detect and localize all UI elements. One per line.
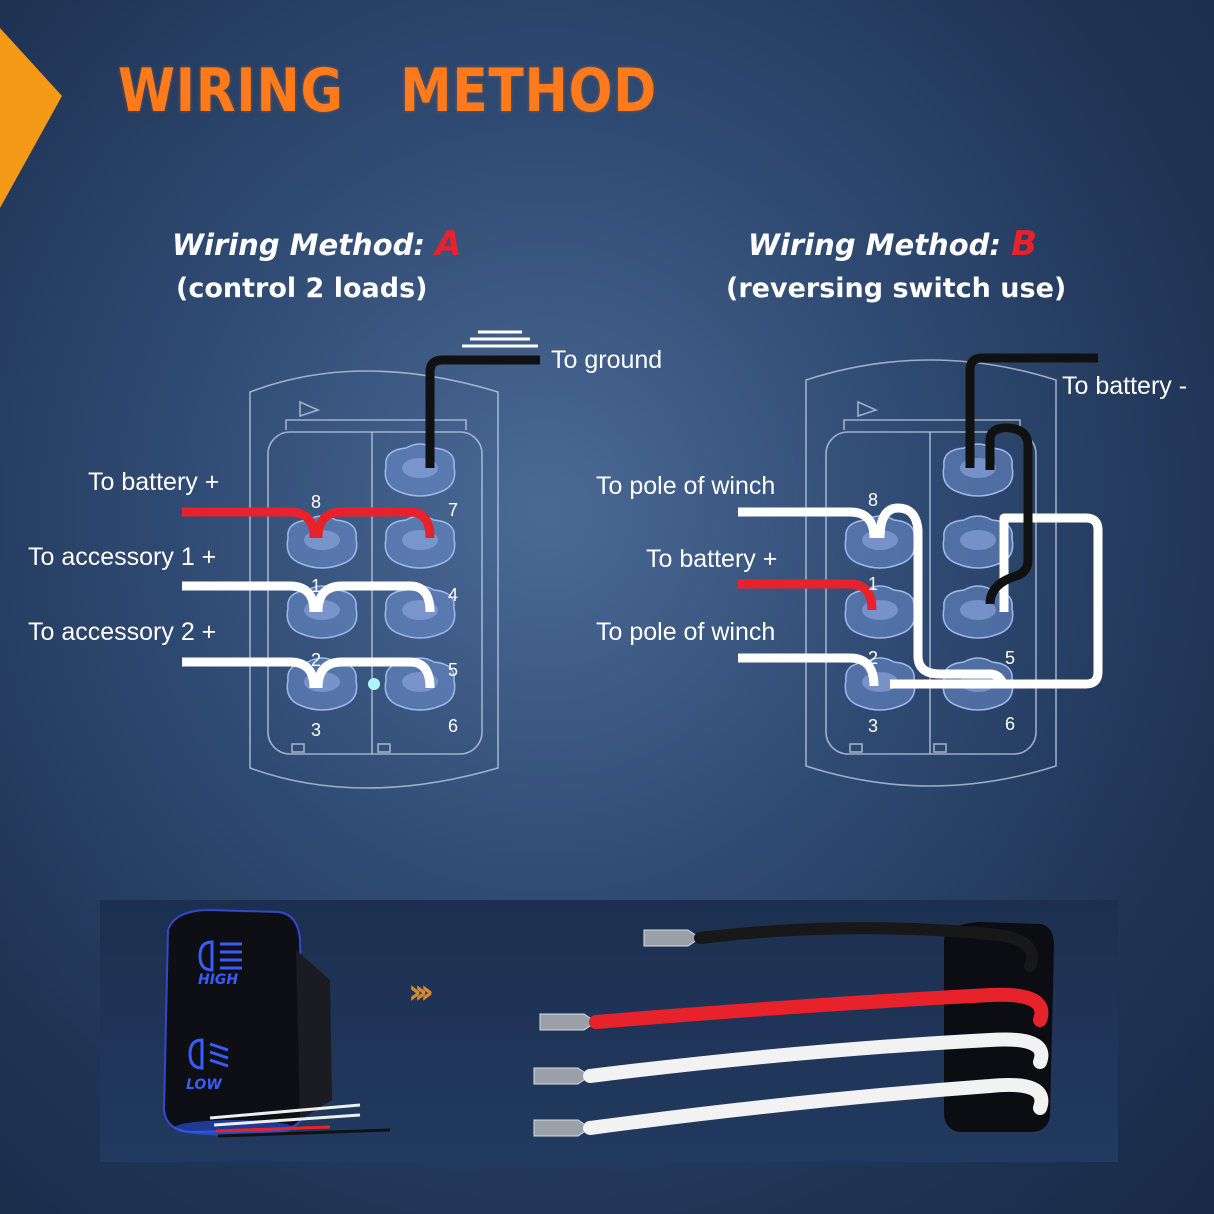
battery-jumper-a: [313, 507, 435, 539]
switch-a-terminals: [286, 443, 456, 711]
label-to-pole-of-winch-1: To pole of winch: [596, 472, 776, 500]
ground-symbol-a: [462, 330, 538, 348]
rocker-high-label: HIGH: [198, 972, 239, 988]
label-to-ground: To ground: [551, 346, 663, 374]
label-to-accessory-2: To accessory 2 +: [28, 618, 217, 646]
low-beam-icon: [188, 1038, 229, 1070]
battery-neg-wire-b: [965, 353, 1098, 468]
pin-label: 5: [1005, 648, 1016, 668]
pin-label: 1: [311, 576, 322, 596]
method-b-subtitle: (reversing switch use): [726, 273, 1067, 304]
wiring-diagrams: [182, 330, 1103, 789]
pole1-wire-b: [738, 507, 879, 539]
battery-wire-a: [182, 507, 319, 539]
battery-neg-jumper-b: [985, 423, 1033, 605]
corner-arrow-icon: [0, 28, 62, 208]
ground-wire-a: [425, 355, 540, 468]
switch-a-housing: [249, 370, 499, 789]
label-to-accessory-1: To accessory 1 +: [28, 543, 217, 571]
pin-label: 2: [868, 648, 879, 668]
pin-label: 4: [448, 585, 459, 605]
crossover-wire-b2: [890, 513, 1103, 689]
pin-label: 8: [868, 490, 879, 510]
label-to-battery-pos-a: To battery +: [88, 468, 220, 496]
label-to-battery-neg-b: To battery -: [1062, 372, 1188, 400]
switch-a-wires: [182, 355, 540, 689]
method-a-subtitle: (control 2 loads): [176, 273, 428, 304]
pin-label: 5: [448, 660, 459, 680]
method-a-letter: A: [435, 224, 462, 264]
rocker-switch-image: [162, 908, 391, 1138]
page-title: WIRING METHOD: [118, 56, 658, 126]
pin-label: 6: [448, 716, 459, 736]
pin-label: 3: [868, 716, 879, 736]
method-b-letter: B: [1011, 224, 1038, 264]
accessory1-jumper-a: [313, 581, 435, 613]
triple-chevron-right-icon: ›››: [408, 972, 434, 1012]
switch-b-housing: [805, 359, 1057, 787]
pin-label: 6: [1005, 714, 1016, 734]
method-a-title: Wiring Method: A: [172, 224, 461, 264]
accessory2-jumper-a: [313, 657, 435, 689]
pin-label: 2: [311, 650, 322, 670]
method-b-title: Wiring Method: B: [748, 224, 1037, 264]
accessory1-wire-a: [182, 581, 319, 613]
method-a-title-prefix: Wiring Method:: [172, 228, 436, 262]
crossover-wire-b1: [875, 503, 1009, 688]
pole2-wire-b: [738, 653, 879, 687]
method-b-title-prefix: Wiring Method:: [748, 228, 1012, 262]
switch-b-wires: [738, 353, 1103, 689]
label-to-battery-pos-b: To battery +: [646, 545, 778, 573]
pin-label: 3: [311, 720, 322, 740]
pin-label: 1: [868, 574, 879, 594]
label-to-pole-of-winch-2: To pole of winch: [596, 618, 776, 646]
battery-pos-wire-b: [738, 579, 877, 611]
wiring-harness-image: [533, 922, 1054, 1137]
pin-label: 8: [311, 492, 322, 512]
rocker-low-label: LOW: [186, 1077, 222, 1093]
accessory2-wire-a: [182, 657, 319, 689]
mini-harness: [209, 1103, 391, 1138]
high-beam-icon: [198, 940, 242, 972]
pin-label: 7: [448, 500, 459, 520]
led-indicator: [368, 678, 380, 690]
